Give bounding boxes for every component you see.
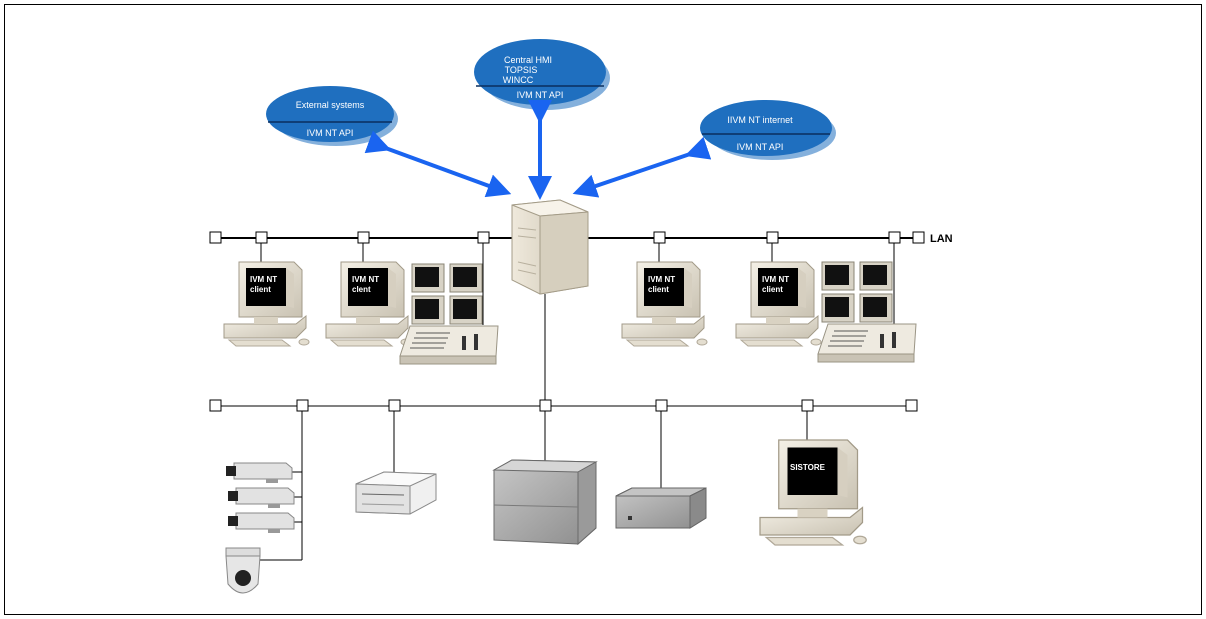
client-2-line2: clent	[352, 285, 371, 294]
cloud-external-systems: External systems IVM NT API	[266, 86, 398, 146]
device-bus	[209, 399, 918, 412]
camera-3	[227, 512, 295, 534]
cloud-central-line3: WINCC	[503, 75, 534, 85]
control-keyboard-2	[817, 323, 917, 363]
cloud-external-title: External systems	[296, 100, 365, 110]
cloud-central-api: IVM NT API	[517, 90, 564, 100]
cloud-internet: IIVM NT internet IVM NT API	[700, 100, 836, 160]
client-pc-1: IVM NT client	[223, 261, 310, 347]
cloud-external-api: IVM NT API	[307, 128, 354, 138]
lan-drops	[260, 243, 895, 325]
monitor-wall-1	[411, 263, 483, 325]
cloud-central-line2: TOPSIS	[505, 65, 538, 75]
client-3-line2: client	[648, 285, 669, 294]
client-1-line1: IVM NT	[250, 275, 277, 284]
camera-2	[227, 487, 295, 509]
client-pc-2: IVM NT clent	[325, 261, 412, 347]
lan-label: LAN	[930, 233, 953, 245]
cloud-central-hmi: Central HMI TOPSIS WINCC IVM NT API	[474, 39, 610, 110]
monitor-wall-2	[821, 261, 893, 323]
control-keyboard-1	[399, 325, 499, 365]
client-3-line1: IVM NT	[648, 275, 675, 284]
device-bus-nodes	[209, 399, 918, 412]
client-4-line2: client	[762, 285, 783, 294]
client-2-line1: IVM NT	[352, 275, 379, 284]
sistore-pc	[759, 439, 867, 546]
arrow-internet	[572, 136, 712, 198]
cloud-central-line1: Central HMI	[504, 55, 552, 65]
client-1-line2: client	[250, 285, 271, 294]
arrow-external	[364, 130, 512, 198]
cloud-internet-api: IVM NT API	[737, 142, 784, 152]
sistore-label: SISTORE	[790, 463, 826, 472]
video-matrix-rack	[492, 459, 598, 546]
client-4-line1: IVM NT	[762, 275, 789, 284]
dome-camera	[225, 547, 261, 594]
server-tower	[511, 199, 589, 295]
cloud-internet-title: IIVM NT internet	[727, 115, 793, 125]
client-pc-3: IVM NT client	[621, 261, 708, 347]
client-pc-4: IVM NT client	[735, 261, 822, 347]
video-codec-unit	[355, 471, 437, 515]
camera-1	[225, 462, 293, 484]
rack-mount-recorder	[615, 487, 707, 529]
diagram-frame	[4, 4, 1202, 615]
api-arrows	[364, 100, 712, 200]
